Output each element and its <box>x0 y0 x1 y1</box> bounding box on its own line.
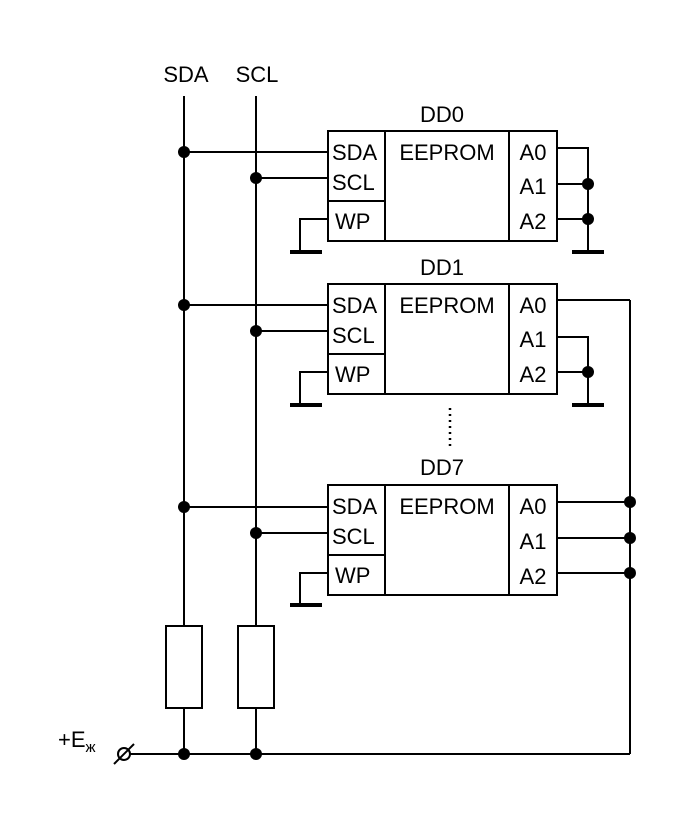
junction-dot <box>178 748 190 760</box>
pin-label-a0: A0 <box>520 494 547 519</box>
pin-label-a2: A2 <box>520 362 547 387</box>
pin-label-scl: SCL <box>332 170 375 195</box>
junction-dot <box>250 172 262 184</box>
scl-pullup-resistor <box>237 625 275 709</box>
address-pin-wire <box>557 336 589 404</box>
supply-label: +Eж <box>58 727 96 756</box>
junction-dot <box>250 527 262 539</box>
pin-label-a1: A1 <box>520 174 547 199</box>
chip-body <box>327 130 558 242</box>
junction-dot <box>250 325 262 337</box>
sda-bus-label: SDA <box>163 62 209 87</box>
chip-designator: DD1 <box>420 255 464 280</box>
supply-terminal-symbol <box>113 743 135 765</box>
junction-dot <box>250 748 262 760</box>
chip-dd1: DD1 SDA SCL WP EEPROM A0 A1 A2 <box>178 255 630 407</box>
junction-dot <box>582 366 594 378</box>
chip-designator: DD0 <box>420 102 464 127</box>
pin-label-a0: A0 <box>520 293 547 318</box>
chip-dd0: DD0 SDA SCL WP EEPROM A0 A1 A2 <box>178 102 604 254</box>
junction-dot <box>624 567 636 579</box>
pin-label-scl: SCL <box>332 323 375 348</box>
junction-dot <box>582 178 594 190</box>
pin-label-sda: SDA <box>332 494 378 519</box>
junction-dot <box>178 146 190 158</box>
pin-label-a0: A0 <box>520 140 547 165</box>
wp-connection <box>299 371 328 404</box>
chip-core-label: EEPROM <box>399 140 494 165</box>
pin-label-a2: A2 <box>520 564 547 589</box>
wp-connection <box>299 218 328 251</box>
wp-connection <box>299 572 328 604</box>
chip-body <box>327 283 558 395</box>
junction-dot <box>178 501 190 513</box>
chip-core-label: EEPROM <box>399 494 494 519</box>
pin-label-a1: A1 <box>520 327 547 352</box>
pin-label-scl: SCL <box>332 524 375 549</box>
pin-label-a1: A1 <box>520 529 547 554</box>
address-pin-wire <box>557 147 589 251</box>
junction-dot <box>178 299 190 311</box>
junction-dot <box>624 496 636 508</box>
pin-label-wp: WP <box>335 362 370 387</box>
pin-label-a2: A2 <box>520 209 547 234</box>
chip-core-label: EEPROM <box>399 293 494 318</box>
chip-body <box>327 484 558 596</box>
sda-pullup-resistor <box>165 625 203 709</box>
chip-designator: DD7 <box>420 455 464 480</box>
junction-dot <box>624 532 636 544</box>
chip-dd7: DD7 SDA SCL WP EEPROM A0 A1 A2 <box>178 455 636 607</box>
scl-bus-label: SCL <box>236 62 279 87</box>
junction-dot <box>582 213 594 225</box>
pin-label-wp: WP <box>335 563 370 588</box>
pin-label-sda: SDA <box>332 140 378 165</box>
pin-label-sda: SDA <box>332 293 378 318</box>
pin-label-wp: WP <box>335 209 370 234</box>
